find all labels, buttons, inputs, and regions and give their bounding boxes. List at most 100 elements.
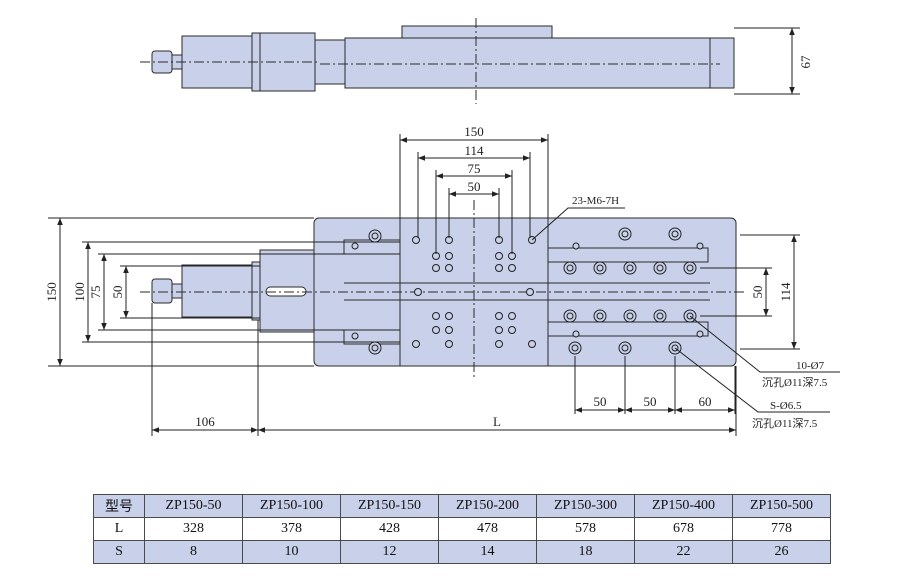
dim-114-top: 114: [464, 143, 484, 158]
header-label: 型号: [93, 494, 145, 518]
thread-hole: [412, 236, 420, 244]
counterbore-hole: [563, 309, 577, 323]
thread-hole: [445, 340, 453, 348]
thread-hole: [412, 340, 420, 348]
thread-hole: [414, 288, 422, 296]
dim-50-top: 50: [468, 179, 481, 194]
hole-callout-1-line1: 10-Ø7: [796, 360, 825, 372]
hole-callout-2-line2: 沉孔Ø11深7.5: [752, 417, 818, 430]
dim-100-left: 100: [72, 282, 87, 302]
model-cell: ZP150-500: [732, 494, 831, 518]
holes: [351, 227, 704, 355]
dim-50-right: 50: [750, 286, 765, 299]
thread-hole: [445, 326, 453, 334]
counterbore-hole: [653, 309, 667, 323]
table-cell: 12: [340, 540, 439, 564]
counterbore-hole: [623, 261, 637, 275]
thread-callout: 23-M6-7H: [572, 195, 619, 207]
thread-hole: [445, 264, 453, 272]
height-dim-label: 67: [798, 55, 813, 69]
table-cell: 778: [732, 517, 831, 541]
table-cell: 578: [536, 517, 635, 541]
thread-hole: [508, 326, 516, 334]
spacing-60: 60: [699, 394, 712, 409]
counterbore-hole: [368, 229, 382, 243]
model-cell: ZP150-50: [144, 494, 243, 518]
table-cell: 678: [634, 517, 733, 541]
end-block: [314, 39, 346, 85]
dim-114-right: 114: [778, 282, 793, 302]
table-cell: 8: [144, 540, 243, 564]
dim-150-left: 150: [44, 282, 59, 302]
table-cell: 10: [242, 540, 341, 564]
counterbore-hole: [618, 341, 632, 355]
dim-50-left: 50: [110, 286, 125, 299]
thread-hole: [696, 242, 704, 250]
spacing-50-b: 50: [644, 394, 657, 409]
thread-hole: [495, 312, 503, 320]
thread-hole: [508, 312, 516, 320]
model-cell: ZP150-400: [634, 494, 733, 518]
counterbore-hole: [653, 261, 667, 275]
table-cell: 328: [144, 517, 243, 541]
counterbore-hole: [368, 341, 382, 355]
thread-hole: [445, 312, 453, 320]
thread-hole: [432, 264, 440, 272]
thread-hole: [432, 326, 440, 334]
thread-hole: [495, 252, 503, 260]
guide-rail-top: [547, 247, 709, 263]
counterbore-hole: [623, 309, 637, 323]
thread-hole: [528, 340, 536, 348]
counterbore-hole: [593, 309, 607, 323]
table-header-row: 型号 ZP150-50 ZP150-100 ZP150-150 ZP150-20…: [93, 494, 831, 518]
thread-hole: [508, 264, 516, 272]
dim-106: 106: [195, 414, 215, 429]
dim-75-left: 75: [88, 286, 103, 299]
hole-callout-2-line1: S-Ø6.5: [770, 400, 802, 412]
dim-150-top: 150: [464, 124, 484, 139]
thread-hole: [572, 330, 580, 338]
thread-hole: [495, 326, 503, 334]
model-cell: ZP150-300: [536, 494, 635, 518]
counterbore-hole: [563, 261, 577, 275]
dim-L: L: [493, 414, 501, 429]
top-carriage: [401, 25, 553, 39]
table-row: S 8 10 12 14 18 22 26: [93, 540, 831, 564]
thread-hole: [572, 242, 580, 250]
guide-rail-bottom: [547, 321, 709, 337]
thread-hole: [432, 312, 440, 320]
dim-75-top: 75: [468, 161, 481, 176]
table-cell: 428: [340, 517, 439, 541]
spacing-50-a: 50: [594, 394, 607, 409]
base-body: [344, 37, 711, 89]
table-cell: 378: [242, 517, 341, 541]
table-cell: 18: [536, 540, 635, 564]
counterbore-hole: [668, 227, 682, 241]
height-dimension: [734, 27, 800, 95]
counterbore-hole: [683, 261, 697, 275]
thread-hole: [495, 264, 503, 272]
table-cell: 478: [438, 517, 537, 541]
table-cell: 14: [438, 540, 537, 564]
table-row: L 328 378 428 478 578 678 778: [93, 517, 831, 541]
thread-hole: [696, 330, 704, 338]
thread-hole: [351, 242, 359, 250]
counterbore-hole: [618, 227, 632, 241]
row-label: L: [93, 517, 145, 541]
end-cap: [709, 37, 735, 89]
side-view: [140, 18, 735, 104]
thread-hole: [445, 252, 453, 260]
plan-knob: [151, 278, 173, 304]
thread-hole: [495, 340, 503, 348]
plan-view: [140, 200, 745, 380]
plan-motor: [181, 264, 253, 318]
table-cell: 22: [634, 540, 733, 564]
counterbore-hole: [568, 341, 582, 355]
thread-hole: [351, 332, 359, 340]
model-cell: ZP150-100: [242, 494, 341, 518]
model-cell: ZP150-200: [438, 494, 537, 518]
plan-dimensions: [48, 134, 840, 436]
row-label: S: [93, 540, 145, 564]
spec-table: 型号 ZP150-50 ZP150-100 ZP150-150 ZP150-20…: [93, 494, 831, 564]
